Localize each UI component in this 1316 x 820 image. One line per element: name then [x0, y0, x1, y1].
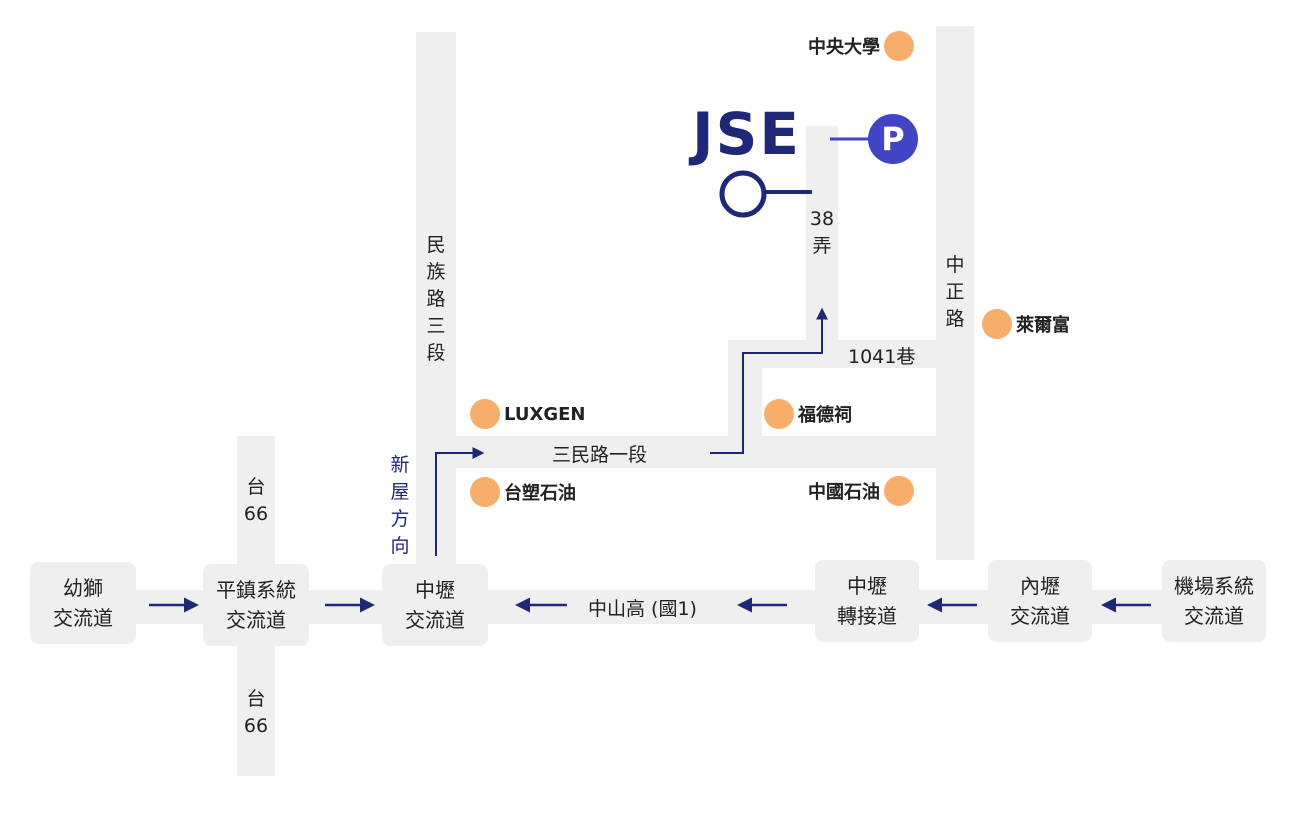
- landmark-laierfu-label: 萊爾富: [1016, 315, 1070, 336]
- landmark-fudeci: 福德祠: [764, 399, 852, 429]
- sanmin-road-label: 三民路一段: [552, 444, 648, 466]
- landmark-ncu-label: 中央大學: [808, 37, 880, 58]
- zhongzheng-road: [936, 26, 974, 560]
- route-path-xinwu: [435, 447, 485, 556]
- tai66-north-label: 台 66: [243, 476, 269, 525]
- route-path-main: [710, 307, 828, 454]
- neili-line1: 內壢: [1020, 574, 1060, 598]
- parking-icon: P: [868, 114, 918, 164]
- jse-location-pin-icon: [719, 170, 767, 218]
- jse-logo: JSE: [692, 100, 801, 168]
- zhongli-interchange: 中壢 交流道: [382, 564, 488, 646]
- lane-38-label: 38 弄: [809, 208, 835, 257]
- landmark-dot-icon: [884, 476, 914, 506]
- pingzhen-interchange: 平鎮系統 交流道: [203, 564, 309, 646]
- landmark-luxgen: LUXGEN: [470, 399, 585, 429]
- youshi-interchange: 幼獅 交流道: [30, 562, 136, 644]
- zhongli-junction: 中壢 轉接道: [815, 560, 919, 642]
- zhongli-junction-line2: 轉接道: [837, 604, 897, 628]
- xinwu-direction-label: 新 屋 方 向: [390, 454, 410, 557]
- tai66-south-label: 台 66: [243, 688, 269, 737]
- landmark-dot-icon: [884, 31, 914, 61]
- landmark-cpc-label: 中國石油: [808, 482, 880, 503]
- airport-line1: 機場系統: [1174, 574, 1254, 598]
- zhongli-line2: 交流道: [405, 608, 465, 632]
- landmark-ncu: 中央大學: [808, 31, 914, 61]
- minzu-road-label: 民 族 路 三 段: [426, 234, 446, 364]
- landmark-formosa: 台塑石油: [470, 477, 576, 507]
- youshi-line1: 幼獅: [63, 576, 103, 600]
- youshi-line2: 交流道: [53, 606, 113, 630]
- landmark-laierfu: 萊爾富: [982, 309, 1070, 339]
- landmark-cpc: 中國石油: [808, 476, 914, 506]
- landmark-fudeci-label: 福德祠: [798, 405, 852, 426]
- neili-line2: 交流道: [1010, 604, 1070, 628]
- landmark-formosa-label: 台塑石油: [504, 483, 576, 504]
- landmark-dot-icon: [470, 399, 500, 429]
- zhongli-line1: 中壢: [415, 578, 455, 602]
- sanmin-road: [416, 436, 974, 468]
- pingzhen-line1: 平鎮系統: [216, 578, 296, 602]
- zhongzheng-road-label: 中 正 路: [945, 254, 965, 330]
- airport-interchange: 機場系統 交流道: [1162, 560, 1266, 642]
- pingzhen-line2: 交流道: [226, 608, 286, 632]
- landmark-dot-icon: [982, 309, 1012, 339]
- airport-line2: 交流道: [1184, 604, 1244, 628]
- neili-interchange: 內壢 交流道: [988, 560, 1092, 642]
- national-1-label: 中山高 (國1): [588, 594, 697, 621]
- lane-1041-label: 1041巷: [848, 346, 916, 368]
- landmark-dot-icon: [764, 399, 794, 429]
- zhongli-junction-line1: 中壢: [847, 574, 887, 598]
- landmark-luxgen-label: LUXGEN: [504, 403, 586, 425]
- landmark-dot-icon: [470, 477, 500, 507]
